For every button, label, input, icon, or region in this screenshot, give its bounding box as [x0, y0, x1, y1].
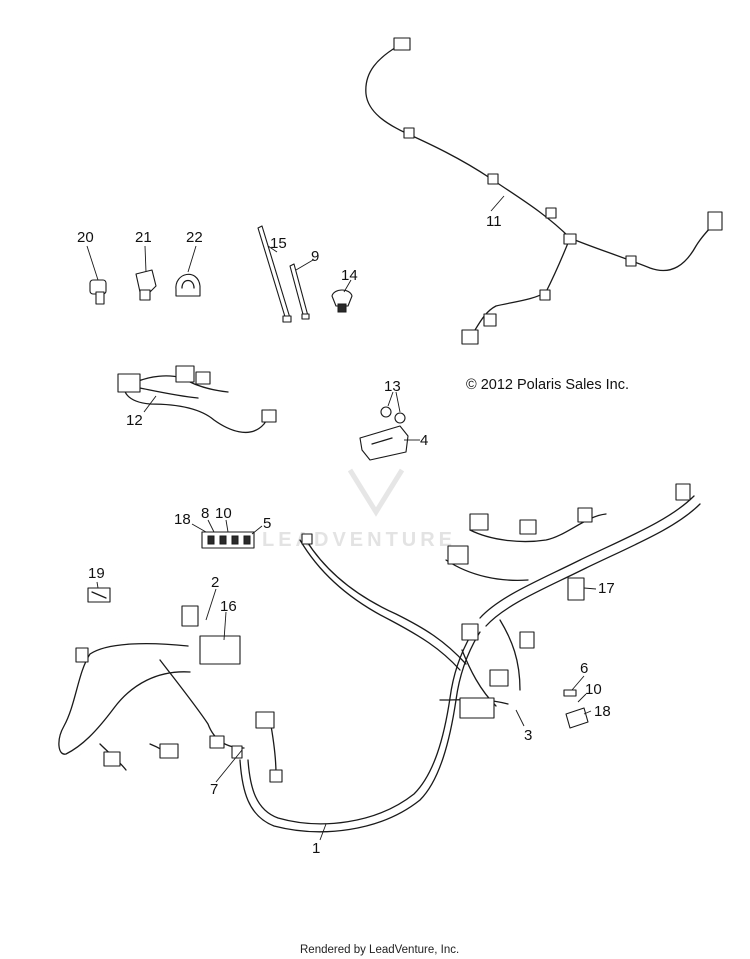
- callout-13: 13: [384, 378, 401, 395]
- connector: [117, 373, 141, 393]
- connector: [195, 371, 211, 385]
- part-1-main-harness: [50, 533, 481, 833]
- leader-lines: [86, 195, 597, 841]
- connector: [231, 745, 243, 759]
- connector: [393, 37, 411, 51]
- connector: [675, 483, 691, 501]
- connector: [159, 743, 179, 759]
- clip: [545, 207, 557, 219]
- part-22-clamp: [175, 273, 201, 297]
- fuse-block: [201, 531, 255, 549]
- callout-18-left: 18: [174, 511, 191, 528]
- part-14-grommet: [331, 289, 353, 313]
- connector: [483, 313, 497, 327]
- part-20-clip: [89, 279, 107, 305]
- connector: [103, 751, 121, 767]
- part-15-cable-tie: [257, 225, 292, 323]
- part-19-label: [87, 587, 111, 603]
- connector: [459, 697, 495, 719]
- callout-10-left: 10: [215, 505, 232, 522]
- fuse-box: [199, 635, 241, 665]
- part-13-screws: [380, 406, 406, 424]
- part-11-harness: [365, 37, 723, 345]
- part-12-harness: [117, 365, 277, 434]
- connector: [255, 711, 275, 729]
- callout-5: 5: [263, 515, 271, 532]
- connector: [489, 669, 509, 687]
- callout-19: 19: [88, 565, 105, 582]
- callout-labels: 11 20 21 22 15 9 14 12 13 4 18 8 10 5 19…: [77, 213, 615, 857]
- callout-3: 3: [524, 727, 532, 744]
- callout-21: 21: [135, 229, 152, 246]
- connector: [447, 545, 469, 565]
- part-18-fuse-holder: [565, 707, 589, 729]
- callout-2: 2: [211, 574, 219, 591]
- clip: [563, 233, 577, 245]
- watermark-logo-icon: [347, 468, 405, 517]
- clip: [539, 289, 551, 301]
- connector: [269, 769, 283, 783]
- connector: [567, 577, 585, 601]
- watermark-text: LEADVENTURE: [262, 529, 456, 551]
- clip: [403, 127, 415, 139]
- part-9-cable-tie: [289, 263, 310, 320]
- part-6-fuse: [563, 689, 577, 697]
- leadventure-watermark: LEADVENTURE: [262, 468, 456, 551]
- callout-16: 16: [220, 598, 237, 615]
- callout-22: 22: [186, 229, 203, 246]
- connector: [75, 647, 89, 663]
- connector: [181, 605, 199, 627]
- connector: [175, 365, 195, 383]
- callout-20: 20: [77, 229, 94, 246]
- connector: [461, 329, 479, 345]
- clip: [487, 173, 499, 185]
- connector: [461, 623, 479, 641]
- connector: [577, 507, 593, 523]
- callout-1: 1: [312, 840, 320, 857]
- callout-7: 7: [210, 781, 218, 798]
- clip: [625, 255, 637, 267]
- connector: [519, 519, 537, 535]
- callout-9: 9: [311, 248, 319, 265]
- callout-17: 17: [598, 580, 615, 597]
- connector: [301, 533, 313, 545]
- callout-11: 11: [486, 213, 502, 230]
- part-3-harness: [439, 483, 701, 719]
- connector: [519, 631, 535, 649]
- callout-18-right: 18: [594, 703, 611, 720]
- callout-4: 4: [420, 432, 428, 449]
- callout-12: 12: [126, 412, 143, 429]
- part-21-bracket: [135, 269, 157, 301]
- callout-6: 6: [580, 660, 588, 677]
- connector: [707, 211, 723, 231]
- connector: [469, 513, 489, 531]
- part-4-bracket: [359, 425, 409, 461]
- connector: [261, 409, 277, 423]
- callout-8: 8: [201, 505, 209, 522]
- callout-14: 14: [341, 267, 358, 284]
- callout-15: 15: [270, 235, 287, 252]
- connector: [209, 735, 225, 749]
- callout-10-right: 10: [585, 681, 602, 698]
- footer-text: Rendered by LeadVenture, Inc.: [300, 944, 459, 956]
- copyright-text: © 2012 Polaris Sales Inc.: [466, 377, 629, 393]
